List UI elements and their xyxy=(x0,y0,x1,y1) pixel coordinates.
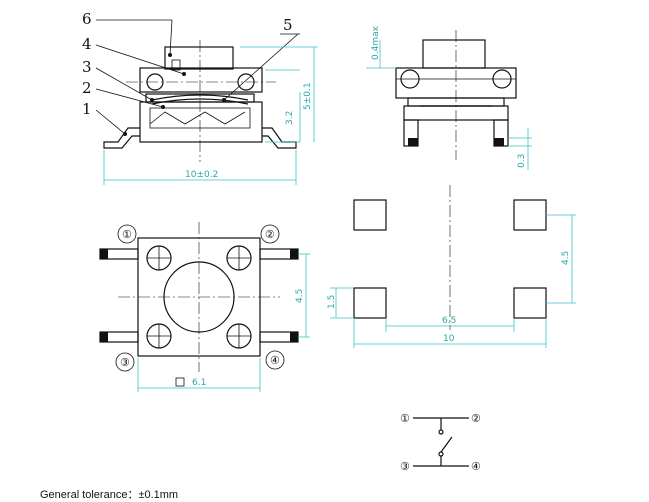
part-label-3: 3 xyxy=(82,58,92,76)
dim-pad-span: 10 xyxy=(443,334,455,344)
schematic-pin-2: ② xyxy=(471,412,481,425)
dim-pad-pitch-y: 4.5 xyxy=(561,251,571,265)
pad-4 xyxy=(513,287,547,319)
pad-1 xyxy=(353,199,387,231)
pin-label-2: ② xyxy=(265,228,275,241)
dim-top-pitch-y: 4.5 xyxy=(295,289,305,303)
dim-top-pitch-x: 6.1 xyxy=(192,378,206,388)
part-label-1: 1 xyxy=(82,100,92,118)
front-view: 0.4max 0.3 xyxy=(366,25,532,170)
pad-3 xyxy=(353,287,387,319)
pin-label-1: ① xyxy=(122,228,132,241)
dim-side-total: 5±0.1 xyxy=(303,82,313,110)
part-label-2: 2 xyxy=(82,79,92,97)
dim-lead-thickness: 0.3 xyxy=(517,154,527,168)
plunger xyxy=(164,46,234,70)
dim-pad-size: 1.5 xyxy=(327,295,337,309)
pin-label-4: ④ xyxy=(270,354,280,367)
dim-gap-top: 0.4max xyxy=(371,25,381,60)
cover-plate xyxy=(139,67,263,93)
part-label-4: 4 xyxy=(82,35,92,53)
pin-label-3: ③ xyxy=(120,356,130,369)
lead-left xyxy=(103,127,140,149)
schematic-pin-3: ③ xyxy=(400,460,410,473)
front-plunger xyxy=(422,39,486,69)
base xyxy=(139,101,263,143)
dim-pad-pitch-x: 6.5 xyxy=(442,316,456,326)
general-tolerance-note: General tolerance：±0.1mm xyxy=(40,489,179,501)
top-view: ① ② ③ ④ 4.5 6.1 xyxy=(99,222,310,392)
part-label-5: 5 xyxy=(283,16,293,34)
part-label-6: 6 xyxy=(82,10,92,28)
schematic-pin-1: ① xyxy=(400,412,410,425)
dim-side-height: 3.2 xyxy=(285,111,295,125)
dim-side-width: 10±0.2 xyxy=(185,170,218,180)
pad-2 xyxy=(513,199,547,231)
schematic-pin-4: ④ xyxy=(471,460,481,473)
side-view: 6 4 3 2 1 5 10±0.2 3.2 5±0.1 xyxy=(82,10,318,185)
lead-right xyxy=(262,127,297,149)
switch-schematic: ① ② ③ ④ xyxy=(400,412,481,473)
pcb-footprint: 4.5 1.5 6.5 10 xyxy=(327,185,576,348)
